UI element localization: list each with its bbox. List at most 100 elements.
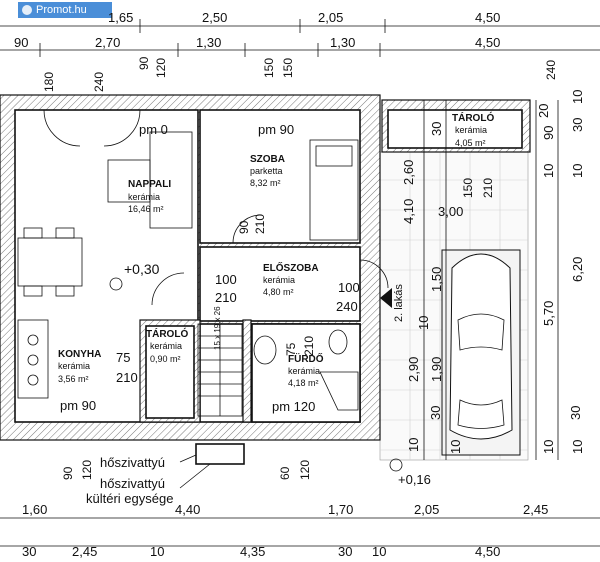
right-col1-7: 30 bbox=[428, 406, 443, 420]
heatpump-outdoor-label2: kültéri egysége bbox=[86, 491, 173, 506]
opening-240: 240 bbox=[92, 72, 106, 92]
promot-logo[interactable]: Promot.hu bbox=[18, 2, 112, 18]
opening-210a: 210 bbox=[253, 214, 267, 234]
opening-60: 60 bbox=[278, 466, 292, 480]
furdo-level: pm 120 bbox=[272, 399, 315, 414]
garage bbox=[441, 249, 521, 456]
bottom-dimension-lines bbox=[0, 517, 600, 547]
right-col2-3: 1,50 bbox=[429, 267, 444, 292]
stair-note: 15 x 19,x 26 bbox=[213, 306, 222, 350]
tarolo-out-name: TÁROLÓ bbox=[452, 111, 494, 124]
opening-150a: 150 bbox=[262, 58, 276, 78]
opening-120c: 120 bbox=[298, 460, 312, 480]
right-col3-2: 30 bbox=[570, 118, 585, 132]
opening-210e: 210 bbox=[481, 178, 495, 198]
opening-120a: 120 bbox=[154, 58, 168, 78]
opening-100a: 100 bbox=[215, 272, 237, 287]
opening-150c: 150 bbox=[461, 178, 475, 198]
bottom-dim-4: 2,05 bbox=[414, 502, 439, 517]
opening-90c: 90 bbox=[61, 466, 75, 480]
tarolo-in-area: 0,90 m² bbox=[150, 354, 181, 364]
furdo-area: 4,18 m² bbox=[288, 378, 319, 388]
top-dim2-2: 2,70 bbox=[95, 35, 120, 50]
heatpump-outdoor-label1: hőszivattyú bbox=[100, 476, 165, 491]
entrance-arrow bbox=[380, 288, 392, 308]
tarolo-out-area: 4,05 m² bbox=[455, 138, 486, 148]
entrance-note: 2. lakás bbox=[393, 284, 405, 322]
bottom-dim2-5: 30 bbox=[338, 544, 352, 559]
garage-width: 3,00 bbox=[438, 204, 463, 219]
eloszoba-name: ELŐSZOBA bbox=[263, 261, 319, 274]
opening-210d: 210 bbox=[302, 336, 316, 356]
right-col4-1: 10 bbox=[570, 90, 585, 104]
szoba-name: SZOBA bbox=[250, 154, 285, 165]
opening-90a: 90 bbox=[137, 56, 151, 70]
opening-210c: 210 bbox=[116, 370, 138, 385]
top-dim-3: 2,05 bbox=[318, 10, 343, 25]
nappali-level: pm 0 bbox=[139, 122, 168, 137]
bottom-dim2-7: 4,50 bbox=[475, 544, 500, 559]
szoba-area: 8,32 m² bbox=[250, 178, 281, 188]
right-col3-4: 5,70 bbox=[541, 301, 556, 326]
bottom-dim-3: 1,70 bbox=[328, 502, 353, 517]
top-dim-1: 1,65 bbox=[108, 10, 133, 25]
outdoor-storage bbox=[387, 109, 523, 149]
heatpump-label: hőszivattyú bbox=[100, 455, 165, 470]
right-col1-5: 2,90 bbox=[406, 357, 421, 382]
szoba-material: parketta bbox=[250, 166, 283, 176]
eloszoba-area: 4,80 m² bbox=[263, 287, 294, 297]
nappali-area: 16,46 m² bbox=[128, 204, 164, 214]
bottom-dim2-2: 2,45 bbox=[72, 544, 97, 559]
opening-75b: 75 bbox=[284, 342, 298, 356]
nappali-name: NAPPALI bbox=[128, 179, 171, 190]
furdo-name: FÜRDŐ bbox=[288, 352, 324, 365]
top-dim-4: 4,50 bbox=[475, 10, 500, 25]
bottom-dim-5: 2,45 bbox=[523, 502, 548, 517]
bottom-dim-2: 4,40 bbox=[175, 502, 200, 517]
top-dim-2: 2,50 bbox=[202, 10, 227, 25]
bottom-dim2-4: 4,35 bbox=[240, 544, 265, 559]
opening-240c: 240 bbox=[336, 299, 358, 314]
opening-180: 180 bbox=[42, 72, 56, 92]
right-col4-5: 10 bbox=[448, 440, 463, 454]
logo-icon bbox=[22, 5, 32, 15]
level-outside: +0,16 bbox=[398, 472, 431, 487]
konyha-name: KONYHA bbox=[58, 349, 101, 360]
level-marker-main bbox=[109, 277, 123, 291]
top-dim2-1: 90 bbox=[14, 35, 28, 50]
opening-240b: 240 bbox=[544, 60, 558, 80]
right-col2-4: 1,90 bbox=[429, 357, 444, 382]
eloszoba-material: kerámia bbox=[263, 275, 295, 285]
furniture bbox=[17, 131, 359, 411]
right-dimension-lines bbox=[423, 100, 559, 460]
right-col4-2: 10 bbox=[570, 164, 585, 178]
level-marker-outside bbox=[389, 458, 403, 472]
right-col4-3: 6,20 bbox=[570, 257, 585, 282]
stairs bbox=[197, 323, 243, 417]
building-walls bbox=[0, 94, 381, 441]
right-col3-1: 20 bbox=[536, 104, 551, 118]
right-col2-5: 10 bbox=[541, 440, 556, 454]
right-col1-4: 10 bbox=[416, 316, 431, 330]
bottom-dim-1: 1,60 bbox=[22, 502, 47, 517]
bottom-dim2-1: 30 bbox=[22, 544, 36, 559]
opening-75a: 75 bbox=[116, 350, 130, 365]
tarolo-in-name: TÁROLÓ bbox=[146, 327, 188, 340]
konyha-material: kerámia bbox=[58, 361, 90, 371]
right-col2-2: 10 bbox=[541, 164, 556, 178]
opening-100b: 100 bbox=[338, 280, 360, 295]
konyha-area: 3,56 m² bbox=[58, 374, 89, 384]
right-col1-3: 4,10 bbox=[401, 199, 416, 224]
top-dimension-lines bbox=[0, 19, 600, 57]
right-col1-2: 2,60 bbox=[401, 160, 416, 185]
opening-150b: 150 bbox=[281, 58, 295, 78]
tarolo-out-material: kerámia bbox=[455, 125, 487, 135]
right-col1-6: 10 bbox=[406, 438, 421, 452]
szoba-level: pm 90 bbox=[258, 122, 294, 137]
bottom-dim2-6: 10 bbox=[372, 544, 386, 559]
top-dim2-4: 1,30 bbox=[330, 35, 355, 50]
door-swings bbox=[43, 109, 389, 306]
level-main: +0,30 bbox=[124, 261, 160, 277]
right-col1-1: 30 bbox=[429, 122, 444, 136]
